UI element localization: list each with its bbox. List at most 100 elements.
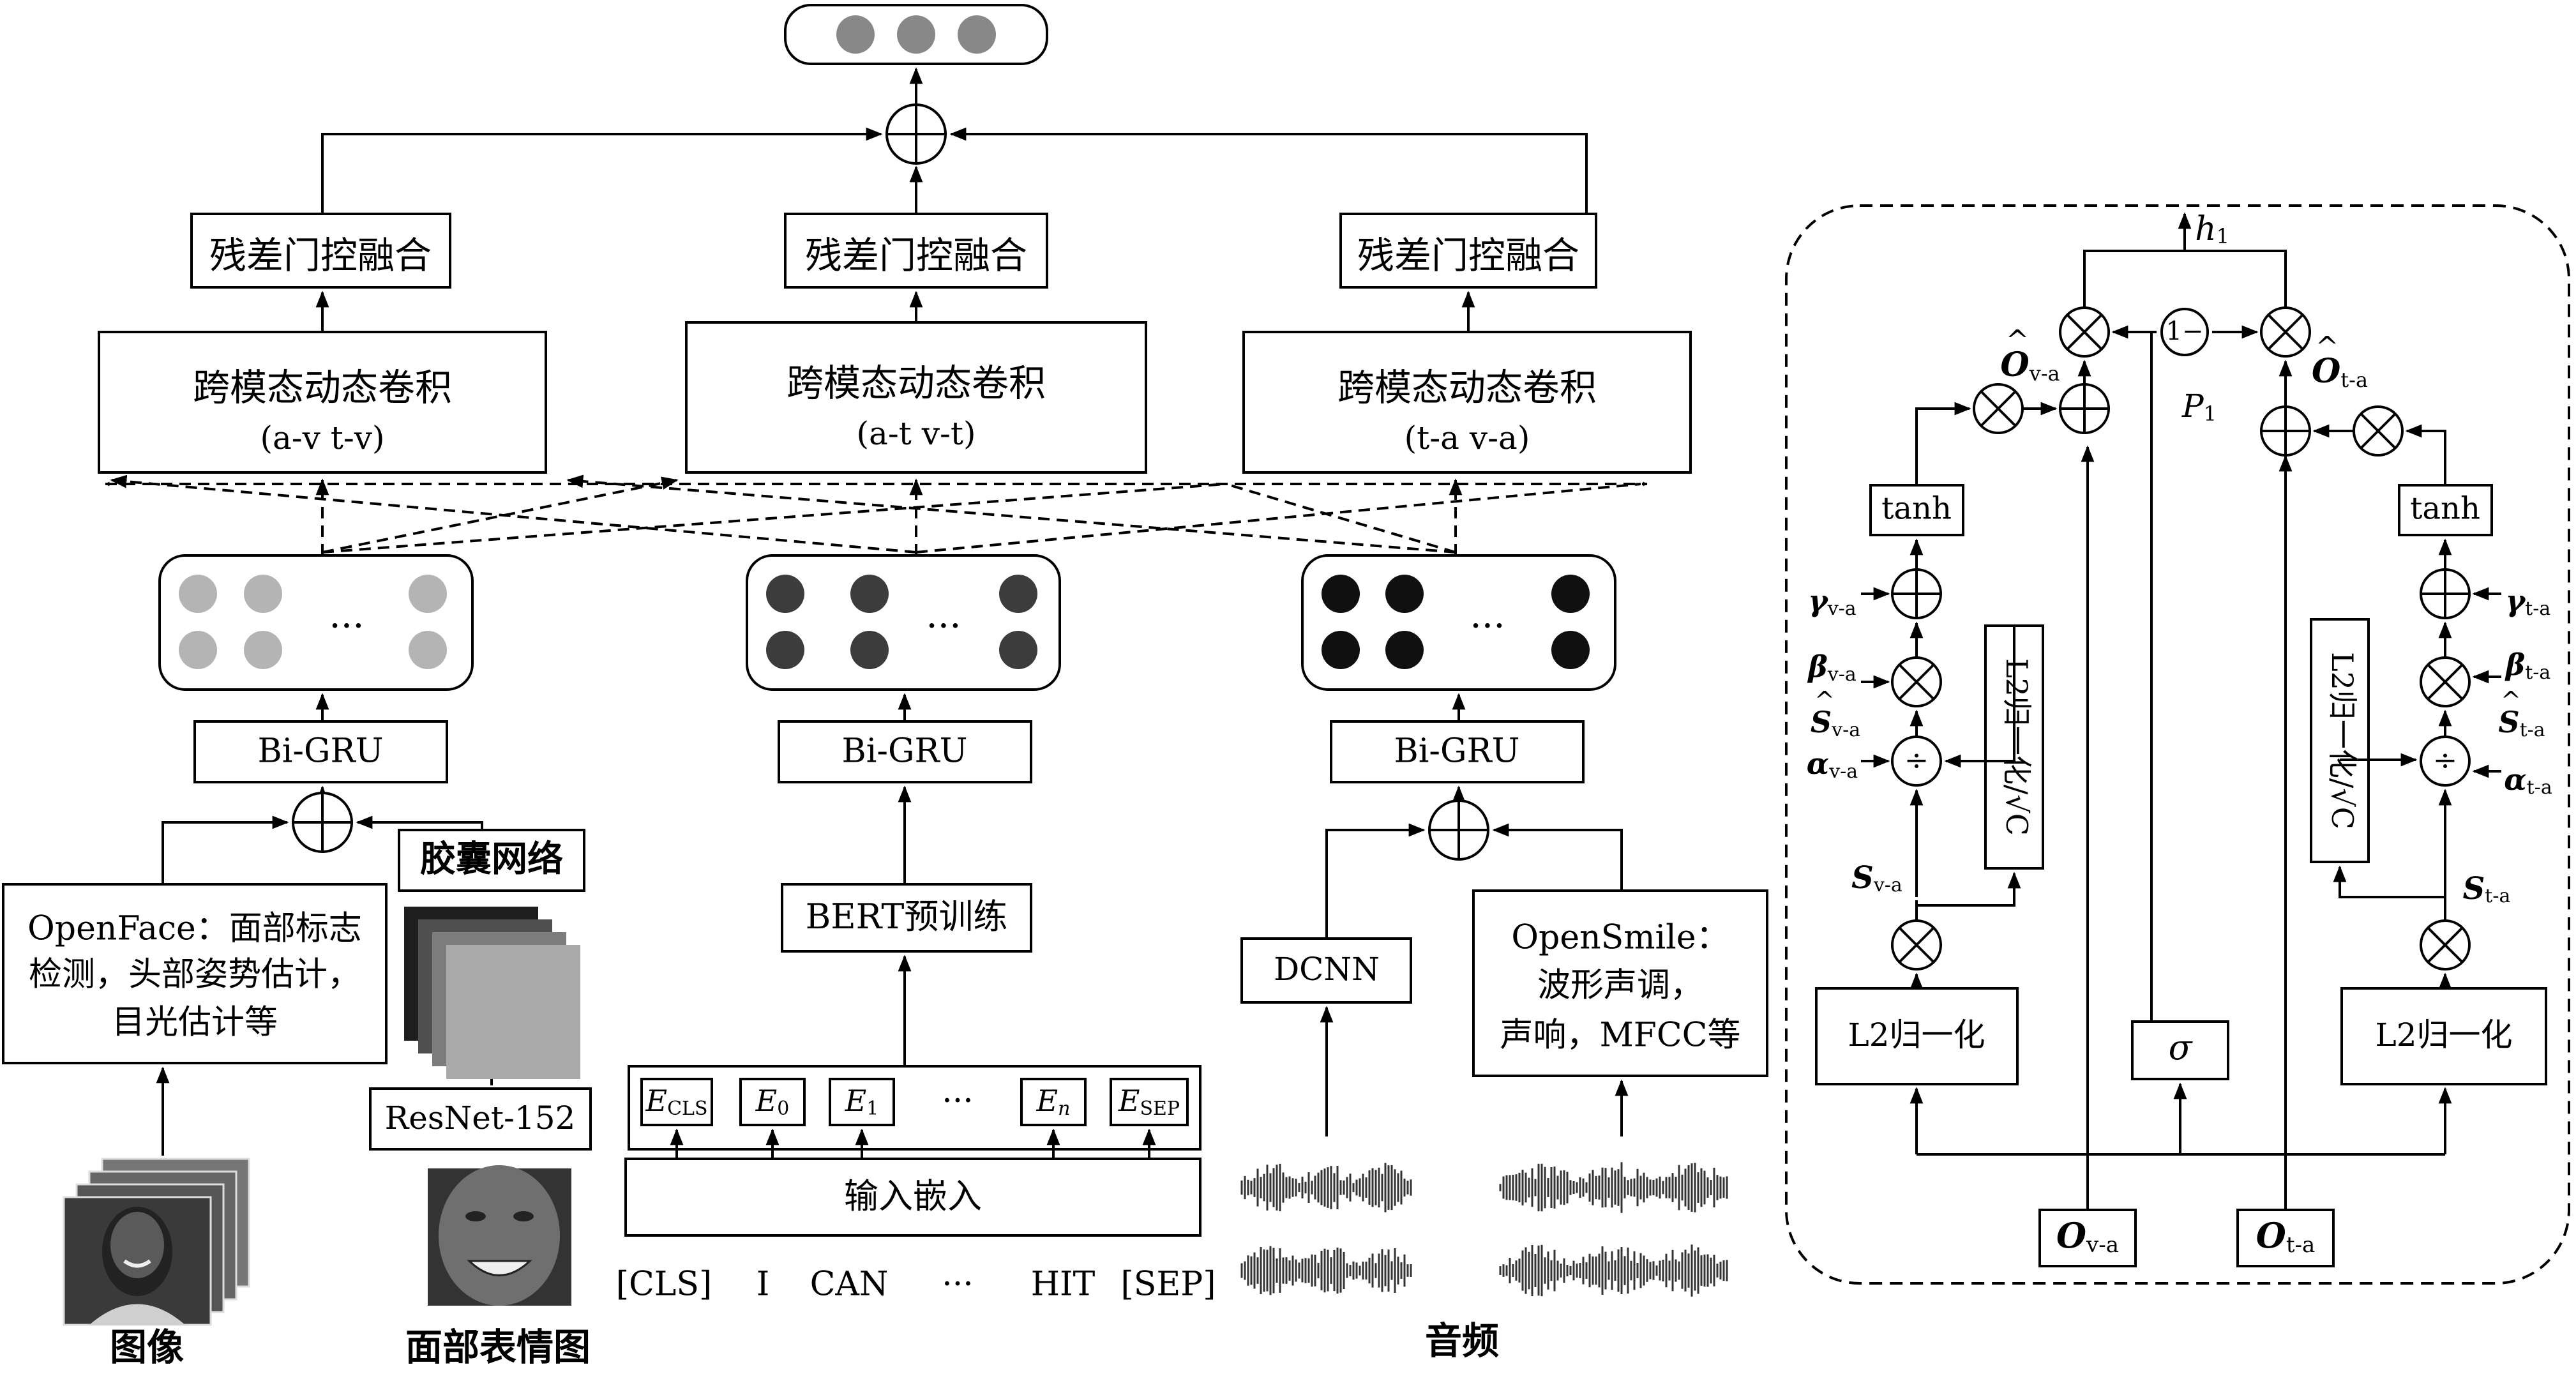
- state-dot: [999, 575, 1037, 613]
- bert-label: BERT预训练: [806, 896, 1008, 937]
- fusion-box-left: 残差门控融合: [190, 213, 451, 289]
- tanh-label: tanh: [1881, 491, 1952, 527]
- feature-maps: [404, 907, 580, 1079]
- token: [SEP]: [1120, 1265, 1216, 1304]
- output-dot: [958, 15, 996, 54]
- opensmile-line: 声响，MFCC等: [1500, 1016, 1741, 1055]
- state-dot: [766, 575, 804, 613]
- state-dot: [409, 631, 447, 669]
- state-dot: [850, 631, 889, 669]
- conv-box-mid: 跨模态动态卷积 (a-t v-t): [685, 321, 1147, 474]
- ohat-va-label: Ov-a: [2000, 345, 2060, 386]
- state-dot: [409, 575, 447, 613]
- input-o-va: [2038, 1209, 2137, 1267]
- hat-mark: ^: [2316, 331, 2339, 363]
- bert-box: [781, 883, 1032, 953]
- token: [CLS]: [616, 1265, 712, 1304]
- face-label: 面部表情图: [405, 1325, 591, 1369]
- dcnn-label: DCNN: [1274, 951, 1380, 988]
- state-ellipsis: ···: [329, 604, 364, 647]
- l2c-label: L2归一化/√C: [2000, 658, 2034, 836]
- l2norm-label: L2归一化: [2375, 1016, 2512, 1053]
- divide-label: ÷: [1904, 743, 1929, 777]
- s-va-label: Sv-a: [1851, 860, 1902, 897]
- beta-ta-label: βt-a: [2504, 647, 2551, 684]
- divide-label: ÷: [2433, 743, 2458, 777]
- multiply-beta-ta: [2420, 656, 2471, 707]
- l2c-box-right: [2310, 618, 2370, 863]
- waveforms: [1240, 1162, 1728, 1297]
- one-minus-node: 1−: [2160, 308, 2209, 356]
- hidden-state-text: ···: [746, 554, 1061, 691]
- one-minus-label: 1−: [2166, 317, 2204, 346]
- conv-box-left: 跨模态动态卷积 (a-v t-v): [98, 331, 547, 474]
- multiply-ohat-ta: [2353, 405, 2404, 457]
- detail-panel: [1785, 204, 2570, 1285]
- input-o-ta-label: Ot-a: [2256, 1215, 2315, 1258]
- output-dot: [836, 15, 875, 54]
- state-dot: [244, 631, 282, 669]
- tanh-box-right: [2398, 484, 2493, 536]
- resnet-box: [369, 1087, 592, 1151]
- state-dot: [1551, 631, 1590, 669]
- conv-box-right: 跨模态动态卷积 (t-a v-a): [1242, 331, 1692, 474]
- token-row: [CLS] I CAN ··· HIT [SEP]: [616, 1265, 1216, 1304]
- dashed-connections: [105, 474, 1648, 555]
- sigma-label: σ: [2169, 1027, 2194, 1068]
- conv-title: 跨模态动态卷积: [193, 366, 452, 409]
- hidden-state-audio: ···: [1301, 554, 1616, 691]
- gamma-va-label: γv-a: [1808, 584, 1856, 620]
- fusion-box-right: 残差门控融合: [1339, 213, 1597, 289]
- p1-label: P1: [2181, 388, 2217, 426]
- input-embed-label: 输入嵌入: [844, 1176, 982, 1216]
- sigma-box: [2131, 1020, 2229, 1080]
- image-label: 图像: [110, 1325, 184, 1369]
- state-dot: [1551, 575, 1590, 613]
- tanh-box-left: [1869, 484, 1964, 536]
- face-expression-image: [428, 1165, 571, 1306]
- embedding-sep-label: ESEP: [1118, 1083, 1180, 1120]
- beta-va-label: βv-a: [1807, 649, 1857, 686]
- state-dot: [1322, 575, 1360, 613]
- fusion-label: 残差门控融合: [1357, 234, 1579, 277]
- multiply-s-va: [1891, 919, 1942, 970]
- conv-title: 跨模态动态卷积: [787, 361, 1046, 405]
- h1-label: h1: [2195, 210, 2229, 248]
- input-embed-box: [624, 1158, 1201, 1237]
- state-dot: [766, 631, 804, 669]
- bigru-label: Bi-GRU: [1394, 732, 1520, 771]
- embedding-n-label: En: [1036, 1083, 1071, 1120]
- divide-va: ÷: [1891, 736, 1942, 787]
- embedding-1-label: E1: [845, 1083, 879, 1120]
- token: ···: [942, 1265, 974, 1304]
- l2norm-box-right: [2340, 987, 2547, 1085]
- hat-mark: ^: [2006, 324, 2030, 357]
- bigru-box-right: [1330, 720, 1585, 783]
- token: CAN: [810, 1265, 889, 1304]
- plus-gamma-ta: [2420, 568, 2471, 619]
- fusion-label: 残差门控融合: [209, 234, 432, 277]
- conv-pair: (a-t v-t): [857, 415, 976, 452]
- embedding-1: [829, 1078, 895, 1126]
- l2norm-label: L2归一化: [1848, 1016, 1985, 1053]
- face-image-stack: [63, 1158, 250, 1326]
- state-dot: [1322, 631, 1360, 669]
- openface-line: OpenFace：面部标志: [27, 910, 362, 948]
- bigru-box-mid: [778, 720, 1032, 783]
- hat-mark: ^: [1814, 686, 1835, 714]
- gamma-ta-label: γt-a: [2506, 584, 2551, 620]
- fusion-label: 残差门控融合: [805, 234, 1027, 277]
- state-dot: [850, 575, 889, 613]
- l2norm-box-left: [1815, 987, 2019, 1085]
- visual-oplus: [292, 792, 353, 853]
- input-o-va-label: Ov-a: [2056, 1215, 2119, 1258]
- conv-pair: (a-v t-v): [260, 419, 384, 457]
- embedding-sep: [1110, 1078, 1189, 1126]
- embedding-n: [1020, 1078, 1087, 1126]
- bigru-label: Bi-GRU: [258, 732, 384, 771]
- multiply-s-ta: [2420, 919, 2471, 970]
- hidden-state-visual: ···: [158, 554, 474, 691]
- plus-top-right: [2260, 405, 2311, 457]
- output-node: [784, 4, 1048, 65]
